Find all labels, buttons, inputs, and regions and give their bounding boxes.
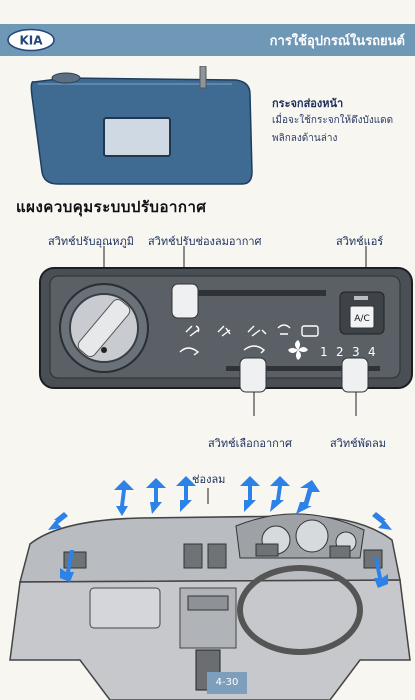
air-select-icons: [179, 345, 266, 356]
sun-visor-illustration: [30, 66, 253, 185]
vent-mode-slider-knob[interactable]: [171, 283, 199, 319]
section-title: แผงควบคุมระบบปรับอากาศ: [16, 198, 207, 216]
fan-speed-3: 3: [352, 345, 360, 359]
fan-icon: [288, 340, 308, 360]
label-fan-switch: สวิทช์พัดลม: [330, 437, 386, 450]
mirror-description: เมื่อจะใช้กระจกให้ดึงบังแดด พลิกลงด้านล่…: [272, 112, 407, 148]
fan-speed-slider-knob[interactable]: [341, 357, 369, 393]
fan-speed-2: 2: [336, 345, 344, 359]
mirror-desc-line1: เมื่อจะใช้กระจกให้ดึงบังแดด: [272, 115, 394, 126]
label-temp-knob: สวิทช์ปรับอุณหภูมิ: [48, 235, 135, 248]
header-bar: KIA การใช้อุปกรณ์ในรถยนต์: [0, 24, 415, 56]
page-number: 4-30: [207, 672, 247, 694]
vent-mode-icons: [185, 324, 319, 337]
fan-speed-1: 1: [320, 345, 328, 359]
kia-logo: KIA: [7, 28, 55, 52]
fan-speed-4: 4: [368, 345, 376, 359]
vanity-mirror: [103, 117, 171, 157]
label-air-select: สวิทช์เลือกอากาศ: [208, 437, 292, 450]
airflow-arrows: [48, 476, 392, 588]
label-air-vents: ช่องลม: [192, 473, 226, 486]
ac-button[interactable]: A/C: [339, 291, 385, 335]
temperature-knob[interactable]: [59, 283, 149, 373]
label-vent-slider: สวิทช์ปรับช่องลมอากาศ: [148, 235, 262, 248]
logo-text: KIA: [19, 34, 43, 48]
ac-button-label: A/C: [354, 314, 369, 324]
page-header-title: การใช้อุปกรณ์ในรถยนต์: [269, 34, 405, 49]
mirror-title: กระจกส่องหน้า: [272, 97, 344, 110]
climate-control-panel: 1 2 3 4 A/C: [39, 246, 413, 416]
dashboard-illustration: [9, 476, 411, 700]
air-select-slider-knob[interactable]: [239, 357, 267, 393]
mirror-desc-line2: พลิกลงด้านล่าง: [272, 133, 338, 144]
label-ac-switch: สวิทช์แอร์: [336, 235, 384, 248]
